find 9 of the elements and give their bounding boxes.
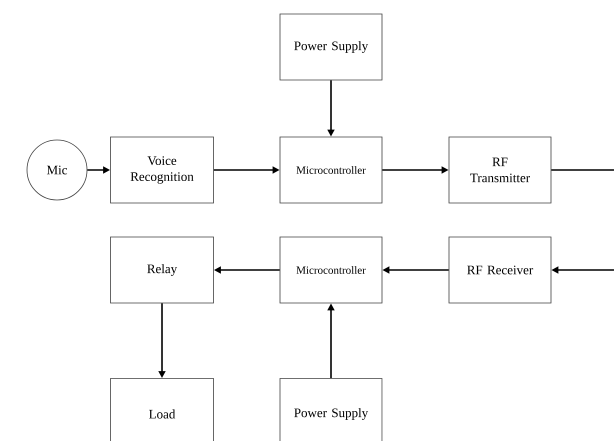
block-box: Relay xyxy=(110,236,214,304)
block-box: RF Receiver xyxy=(448,236,552,304)
block-box: Power Supply xyxy=(280,378,382,441)
block-box: Voice Recognition xyxy=(110,136,214,204)
block-box: Power Supply xyxy=(280,14,382,80)
block-box: RF Transmitter xyxy=(448,136,552,204)
block-box: Microcontroller xyxy=(280,136,382,204)
block-box: Load xyxy=(110,378,214,441)
block-box: Microcontroller xyxy=(280,236,382,304)
